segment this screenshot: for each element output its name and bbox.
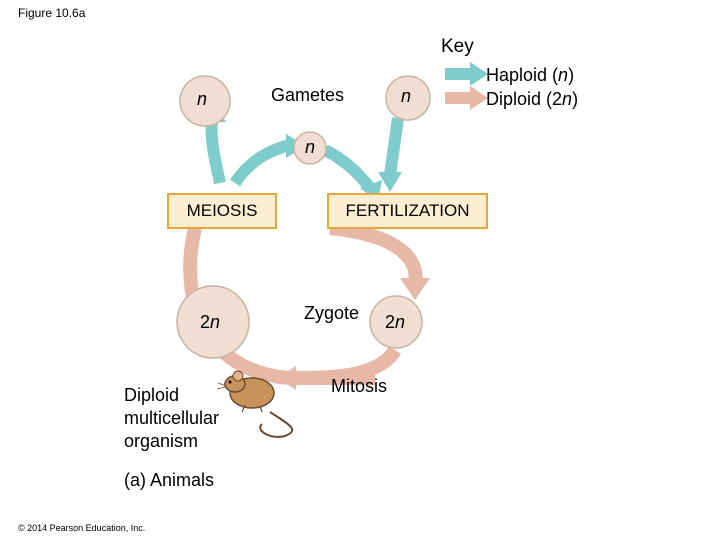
haploid-arrow-meiosis-left bbox=[205, 117, 226, 185]
haploid-circle-left bbox=[179, 75, 231, 127]
fertilization-box: FERTILIZATION bbox=[327, 193, 488, 229]
mouse-icon bbox=[216, 370, 294, 438]
key-diploid-label: Diploid (2n) bbox=[486, 89, 579, 109]
haploid-arrow-meiosis-right bbox=[229, 139, 292, 187]
diploid-arrowhead-zygote bbox=[400, 278, 430, 300]
organism-label-line1: Diploid bbox=[124, 385, 180, 405]
haploid-circle-right bbox=[385, 75, 431, 121]
n-label-left: n bbox=[197, 89, 208, 109]
organism-label-line2: multicellular bbox=[124, 408, 220, 428]
key-haploid-arrow-icon bbox=[445, 62, 488, 86]
n-label-center: n bbox=[305, 137, 316, 157]
copyright-notice: © 2014 Pearson Education, Inc. bbox=[18, 523, 146, 533]
diploid-circle-zygote bbox=[369, 295, 423, 349]
n-label-right: n bbox=[401, 86, 412, 106]
two-n-label-right: 2n bbox=[385, 312, 406, 332]
gametes-label: Gametes bbox=[271, 85, 345, 105]
zygote-label: Zygote bbox=[304, 303, 360, 323]
haploid-circle-center bbox=[293, 131, 327, 165]
diploid-arrowhead-mitosis bbox=[278, 366, 296, 390]
organism-label-line3: organism bbox=[124, 431, 199, 451]
diploid-arrow-mitosis bbox=[299, 345, 401, 385]
haploid-arrow-to-fertilization-right bbox=[384, 117, 404, 176]
key-haploid-label: Haploid (n) bbox=[486, 65, 575, 85]
haploid-arrow-to-fertilization-left bbox=[322, 144, 375, 192]
haploid-arrowhead-fert-right bbox=[378, 172, 402, 192]
diploid-arrow-to-zygote bbox=[329, 221, 423, 287]
panel-label: (a) Animals bbox=[124, 470, 215, 490]
mitosis-label: Mitosis bbox=[331, 376, 388, 396]
meiosis-box: MEIOSIS bbox=[167, 193, 277, 229]
figure-label: Figure 10.6a bbox=[18, 6, 86, 20]
two-n-label-left: 2n bbox=[200, 312, 221, 332]
diploid-circle-organism bbox=[176, 285, 250, 359]
key-diploid-arrow-icon bbox=[445, 86, 488, 110]
key-title: Key bbox=[441, 36, 474, 57]
